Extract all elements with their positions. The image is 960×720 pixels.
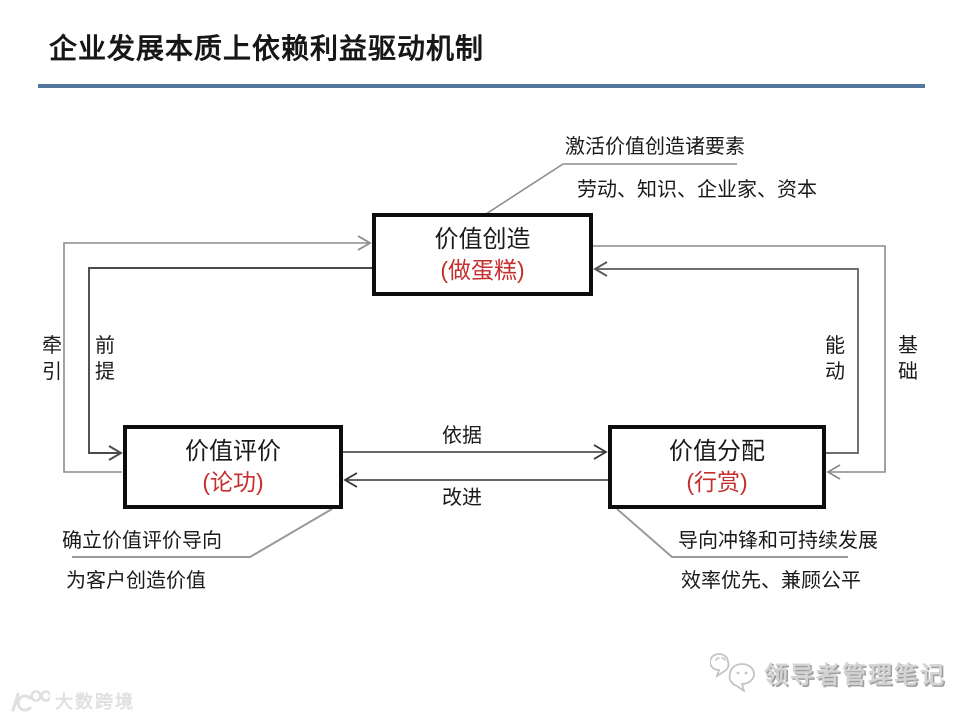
annotation-top-line2: 劳动、知识、企业家、资本	[577, 179, 817, 201]
title-underline	[38, 84, 925, 88]
annotation-bottom-left-line1: 确立价值评价导向	[62, 530, 222, 552]
arrowhead-right-outer	[826, 464, 841, 480]
dashukuajing-logo-icon	[11, 690, 50, 712]
edge-label-yiju: 依据	[442, 425, 482, 447]
arrowhead-mid-bottom	[343, 472, 358, 488]
box-value-distribution-subtitle: (行赏)	[686, 469, 748, 495]
annotation-bottom-right-line2: 效率优先、兼顾公平	[681, 570, 861, 592]
box-value-creation: 价值创造 (做蛋糕)	[372, 213, 593, 296]
edge-label-gaijin: 改进	[442, 487, 482, 509]
callout-line-bottom-left	[72, 508, 333, 558]
arrowhead-right-inner	[593, 261, 608, 277]
edge-label-qianti: 前提	[95, 335, 115, 383]
page-title: 企业发展本质上依赖利益驱动机制	[49, 33, 485, 64]
box-value-distribution-title: 价值分配	[669, 438, 765, 465]
edge-left-outer	[63, 242, 369, 473]
annotation-top-line1: 激活价值创造诸要素	[565, 136, 745, 158]
brand-lingdaozhe: 领导者管理笔记	[710, 652, 946, 692]
annotation-bottom-right-line1: 导向冲锋和可持续发展	[678, 530, 878, 552]
box-value-evaluation-subtitle: (论功)	[202, 469, 264, 495]
arrowhead-mid-top	[593, 444, 608, 460]
box-value-creation-title: 价值创造	[434, 225, 531, 253]
chat-bubbles-icon	[710, 653, 755, 692]
edge-label-qianyin: 牵引	[42, 335, 62, 383]
brand-text: 领导者管理笔记	[764, 661, 946, 689]
box-value-evaluation-title: 价值评价	[185, 438, 281, 465]
annotation-bottom-left-line2: 为客户创造价值	[66, 570, 206, 592]
edge-right-outer	[593, 245, 886, 473]
edge-left-inner	[88, 267, 372, 454]
edge-right-inner	[597, 268, 859, 454]
box-value-creation-subtitle: (做蛋糕)	[440, 256, 525, 283]
callout-line-bottom-right	[616, 508, 848, 558]
box-value-evaluation: 价值评价 (论功)	[123, 425, 343, 509]
edge-label-nengdong: 能动	[825, 335, 845, 383]
edge-label-jichu: 基础	[898, 335, 918, 383]
arrowhead-left-inner	[108, 445, 123, 461]
arrowhead-left-outer	[357, 235, 372, 251]
watermark-dashukuajing: 大数跨境	[8, 688, 135, 714]
box-value-distribution: 价值分配 (行赏)	[608, 425, 826, 509]
watermark-text: 大数跨境	[55, 692, 135, 712]
callout-line-top	[485, 163, 737, 215]
